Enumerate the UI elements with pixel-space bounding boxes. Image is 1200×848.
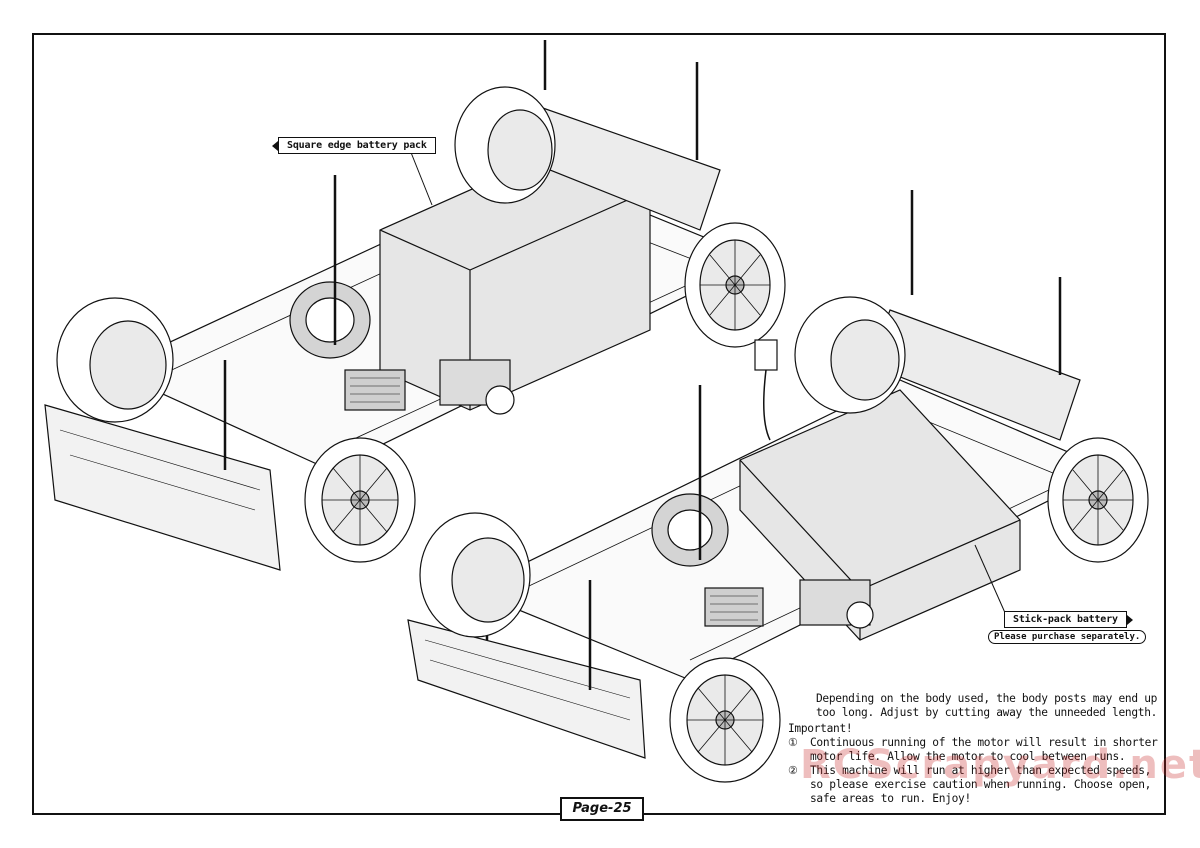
note-text: motor life. Allow the motor to cool betw… — [810, 750, 1126, 763]
intro-line-1: Depending on the body used, the body pos… — [816, 692, 1158, 705]
note-number: ② — [788, 764, 798, 777]
note-item: ① Continuous running of the motor will r… — [788, 736, 1163, 764]
chassis-illustration-square-battery — [44, 40, 786, 571]
callout-stick-pack-battery: Stick-pack battery — [1004, 611, 1133, 628]
note-number: ① — [788, 736, 798, 749]
intro-line-2: too long. Adjust by cutting away the unn… — [816, 706, 1158, 719]
callout-square-edge-battery: Square edge battery pack — [272, 137, 436, 154]
chassis-illustration-stick-battery — [407, 190, 1149, 783]
note-text: so please exercise caution when running.… — [810, 778, 1152, 791]
note-text: This machine will run at higher than exp… — [810, 764, 1152, 777]
note-item: ② This machine will run at higher than e… — [788, 764, 1163, 806]
important-label: Important! — [788, 722, 853, 735]
watermark: RCScrapyard.net — [800, 742, 1200, 788]
note-text: safe areas to run. Enjoy! — [810, 792, 971, 805]
purchase-note: Please purchase separately. — [988, 630, 1147, 644]
notes-block: Depending on the body used, the body pos… — [788, 692, 1163, 806]
note-text: Continuous running of the motor will res… — [810, 736, 1158, 749]
page-number-label: Page-25 — [560, 797, 644, 821]
